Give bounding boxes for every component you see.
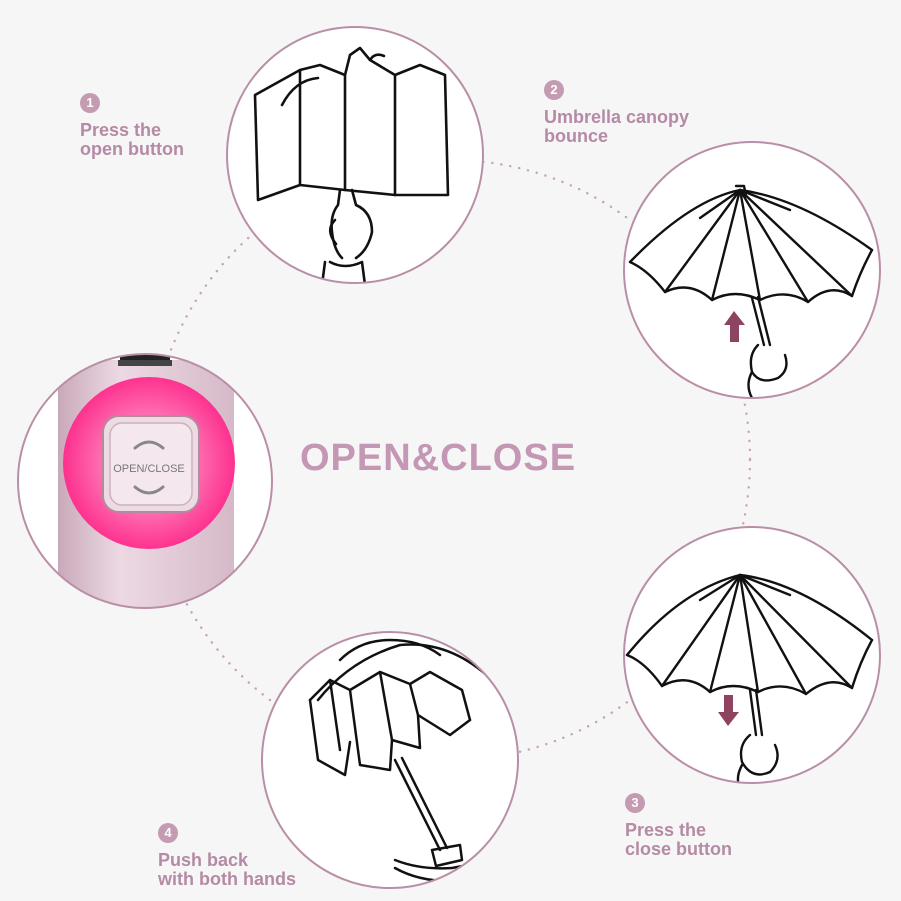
dotted-connector-ring xyxy=(148,158,752,762)
open-close-button-closeup: OPEN/CLOSE xyxy=(17,353,273,609)
step-caption-line: Press the xyxy=(625,820,707,840)
step-caption-line: bounce xyxy=(544,126,609,146)
step-1-caption: 1 Press the open button xyxy=(80,93,184,159)
step-number-badge: 1 xyxy=(80,93,100,113)
step-number-badge: 3 xyxy=(625,793,645,813)
step-number-badge: 4 xyxy=(158,823,178,843)
step1-folded-umbrella-illustration xyxy=(226,26,484,284)
arrow-down-icon xyxy=(718,695,739,726)
step-caption-line: Push back xyxy=(158,850,249,870)
step-caption-line: Press the xyxy=(80,120,162,140)
step-2-caption: 2 Umbrella canopy bounce xyxy=(544,80,689,146)
step-caption-line: close button xyxy=(625,839,732,859)
arrow-up-icon xyxy=(724,311,745,342)
step-caption-line: with both hands xyxy=(158,869,296,889)
step3-closing-umbrella-illustration xyxy=(623,526,881,784)
button-label-text: OPEN/CLOSE xyxy=(113,463,185,475)
open-close-title: OPEN&CLOSE xyxy=(300,437,577,479)
step-caption-line: Umbrella canopy xyxy=(544,107,690,127)
step-4-caption: 4 Push back with both hands xyxy=(158,823,296,889)
step4-push-back-illustration xyxy=(261,631,519,889)
step2-open-umbrella-illustration xyxy=(623,141,881,399)
step-3-caption: 3 Press the close button xyxy=(625,793,732,859)
step-caption-line: open button xyxy=(80,139,184,159)
step-number-badge: 2 xyxy=(544,80,564,100)
